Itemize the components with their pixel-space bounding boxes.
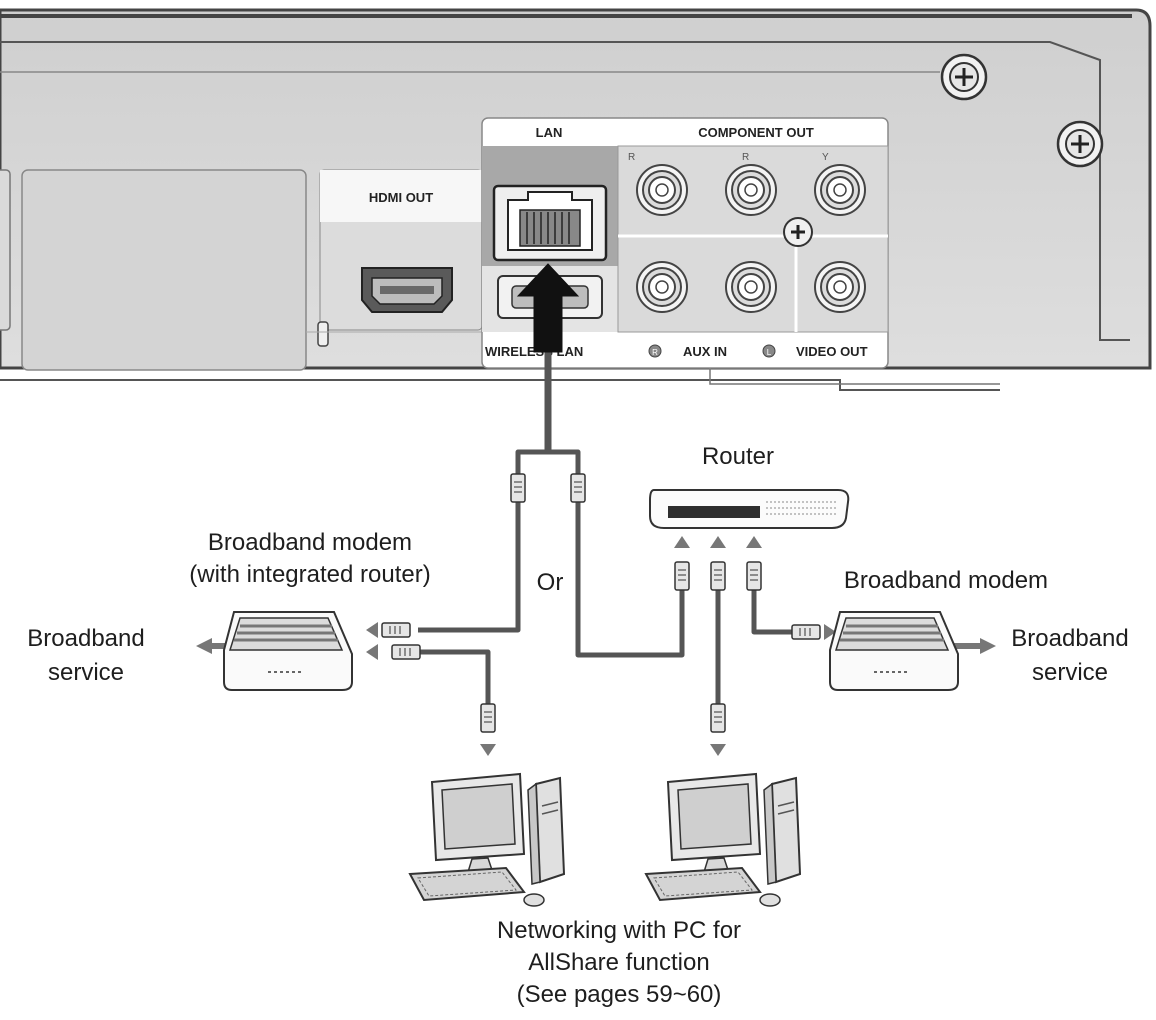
ethernet-plug-icon <box>480 703 496 733</box>
service-right-label-line2: service <box>1032 659 1108 686</box>
modem-icon <box>222 610 354 692</box>
jack-r1-label: R <box>628 152 635 163</box>
ethernet-plug-icon <box>381 622 411 638</box>
footer-line2: AllShare function <box>528 949 709 976</box>
or-label: Or <box>537 569 564 596</box>
screw-icon <box>783 217 813 247</box>
jack-y-label: Y <box>822 152 829 163</box>
footer-line3: (See pages 59~60) <box>517 981 722 1008</box>
ethernet-plug-icon <box>710 561 726 591</box>
ethernet-plug-icon <box>710 703 726 733</box>
ethernet-plug-icon <box>674 561 690 591</box>
service-left-label-line1: Broadband <box>27 625 144 652</box>
aux-r-label: R <box>652 348 658 357</box>
aux-in-label: AUX IN <box>683 344 727 359</box>
service-right-label-line1: Broadband <box>1011 625 1128 652</box>
ethernet-plug-icon <box>791 624 821 640</box>
ethernet-plug-icon <box>391 644 421 660</box>
modem-label: Broadband modem <box>844 567 1048 594</box>
router-label: Router <box>702 443 774 470</box>
modem-integrated-label-line1: Broadband modem <box>208 529 412 556</box>
device-rear-panel: HDMI OUT LAN COMPONENT OUT R R Y <box>0 8 1152 391</box>
arrow-icon <box>196 536 996 756</box>
screw-icon <box>1056 120 1104 168</box>
pc-icon <box>409 773 565 907</box>
hdmi-out-label: HDMI OUT <box>369 190 433 205</box>
rca-jack-icon <box>814 164 866 216</box>
component-out-label: COMPONENT OUT <box>698 125 814 140</box>
rca-jack-icon <box>636 164 688 216</box>
cables <box>416 300 800 712</box>
rca-jack-icon <box>636 261 688 313</box>
ethernet-plug-icon <box>746 561 762 591</box>
jack-r2-label: R <box>742 152 749 163</box>
rca-jack-icon <box>725 164 777 216</box>
lan-label: LAN <box>536 125 563 140</box>
arrow-icon <box>516 263 580 353</box>
router-icon <box>649 489 850 529</box>
footer-line1: Networking with PC for <box>497 917 741 944</box>
aux-l-label: L <box>767 348 772 357</box>
modem-integrated-label-line2: (with integrated router) <box>189 561 430 588</box>
ethernet-plug-icon <box>570 473 586 503</box>
ethernet-plug-icon <box>510 473 526 503</box>
rca-jack-icon <box>814 261 866 313</box>
screw-icon <box>940 53 988 101</box>
pc-icon <box>645 773 801 907</box>
lan-port-icon <box>492 184 608 262</box>
service-left-label-line2: service <box>48 659 124 686</box>
modem-icon <box>828 610 960 692</box>
video-out-label: VIDEO OUT <box>796 344 868 359</box>
rca-jack-icon <box>725 261 777 313</box>
hdmi-port-icon <box>361 267 453 313</box>
usb-port-icon <box>317 321 329 347</box>
